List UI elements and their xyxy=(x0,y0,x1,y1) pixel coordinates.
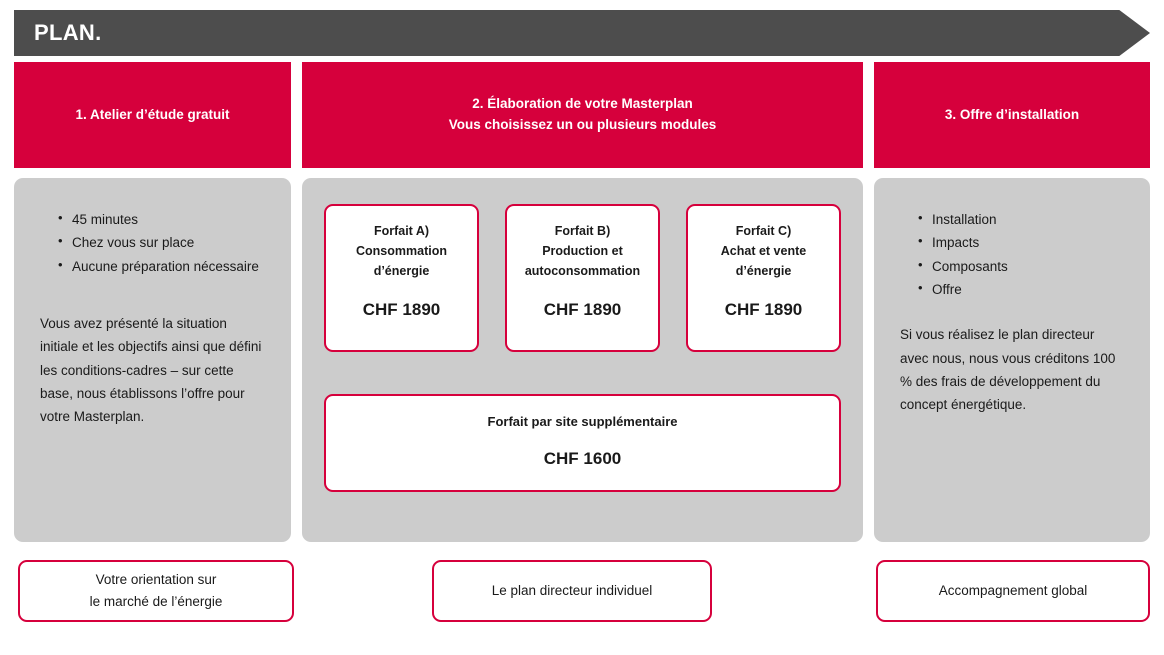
package-c-title: Forfait C) Achat et vente d’énergie xyxy=(721,221,806,281)
extra-package-price: CHF 1600 xyxy=(543,449,622,468)
package-card-extra-site[interactable]: Forfait par site supplémentaire CHF 1600 xyxy=(324,394,841,492)
column-offre: 3. Offre d’installation Installation Imp… xyxy=(874,62,1150,542)
package-cards-row: Forfait A) Consommation d’énergie CHF 18… xyxy=(324,204,841,352)
column-3-header-line1: 3. Offre d’installation xyxy=(944,106,1080,122)
list-item: Installation xyxy=(918,207,1124,231)
column-1-paragraph: Vous avez présenté la situation initiale… xyxy=(40,316,262,425)
package-c-title-line3: d’énergie xyxy=(735,264,792,278)
footer-3-line1: Accompagnement global xyxy=(938,583,1088,599)
list-item: Composants xyxy=(918,254,1124,278)
footer-1-line1: Votre orientation sur xyxy=(95,572,217,588)
footer-box-plan-directeur[interactable]: Le plan directeur individuel xyxy=(432,560,712,622)
column-atelier: 1. Atelier d’étude gratuit 45 minutes Ch… xyxy=(14,62,291,542)
column-3-header: 3. Offre d’installation xyxy=(874,62,1150,168)
column-1-body: 45 minutes Chez vous sur place Aucune pr… xyxy=(14,178,291,542)
list-item: Impacts xyxy=(918,230,1124,254)
arrow-banner-shape xyxy=(14,10,1150,56)
list-item: Chez vous sur place xyxy=(58,230,265,254)
column-1-bullet-list: 45 minutes Chez vous sur place Aucune pr… xyxy=(58,207,265,278)
footer-2-line1: Le plan directeur individuel xyxy=(491,583,653,599)
column-3-body: Installation Impacts Composants Offre Si… xyxy=(874,178,1150,542)
package-b-title-line3: autoconsommation xyxy=(524,264,641,278)
package-c-title-line2: Achat et vente xyxy=(720,244,807,258)
list-item: 45 minutes xyxy=(58,207,265,231)
package-b-title-line2: Production et xyxy=(542,244,623,258)
header-banner: PLAN. xyxy=(14,10,1150,56)
package-a-title-line2: Consommation xyxy=(356,244,447,258)
footer-box-accompagnement[interactable]: Accompagnement global xyxy=(876,560,1150,622)
package-a-title-line3: d’énergie xyxy=(373,264,430,278)
package-c-title-line1: Forfait C) xyxy=(735,224,792,238)
column-1-header-line1: 1. Atelier d’étude gratuit xyxy=(75,106,230,122)
column-3-paragraph: Si vous réalisez le plan directeur avec … xyxy=(900,327,1116,413)
extra-package-title: Forfait par site supplémentaire xyxy=(487,414,678,429)
column-2-header-line1: 2. Élaboration de votre Masterplan xyxy=(472,96,693,112)
package-a-title-line1: Forfait A) xyxy=(373,224,430,238)
list-item: Aucune préparation nécessaire xyxy=(58,254,265,278)
footer-1-line2: le marché de l’énergie xyxy=(89,594,223,609)
package-c-price: CHF 1890 xyxy=(724,300,803,319)
column-3-bullet-list: Installation Impacts Composants Offre xyxy=(918,207,1124,301)
package-card-a[interactable]: Forfait A) Consommation d’énergie CHF 18… xyxy=(324,204,479,352)
package-b-price: CHF 1890 xyxy=(543,300,622,319)
page-title: PLAN. xyxy=(34,20,102,45)
column-2-body: Forfait A) Consommation d’énergie CHF 18… xyxy=(302,178,863,542)
column-2-header-line2: Vous choisissez un ou plusieurs modules xyxy=(448,117,717,132)
package-a-title: Forfait A) Consommation d’énergie xyxy=(356,221,447,281)
column-masterplan: 2. Élaboration de votre Masterplan Vous … xyxy=(302,62,863,542)
package-b-title-line1: Forfait B) xyxy=(554,224,611,238)
column-1-header: 1. Atelier d’étude gratuit xyxy=(14,62,291,168)
package-b-title: Forfait B) Production et autoconsommatio… xyxy=(525,221,640,281)
package-a-price: CHF 1890 xyxy=(362,300,441,319)
footer-box-orientation[interactable]: Votre orientation sur le marché de l’éne… xyxy=(18,560,294,622)
list-item: Offre xyxy=(918,277,1124,301)
column-2-header: 2. Élaboration de votre Masterplan Vous … xyxy=(302,62,863,168)
package-card-c[interactable]: Forfait C) Achat et vente d’énergie CHF … xyxy=(686,204,841,352)
package-card-b[interactable]: Forfait B) Production et autoconsommatio… xyxy=(505,204,660,352)
